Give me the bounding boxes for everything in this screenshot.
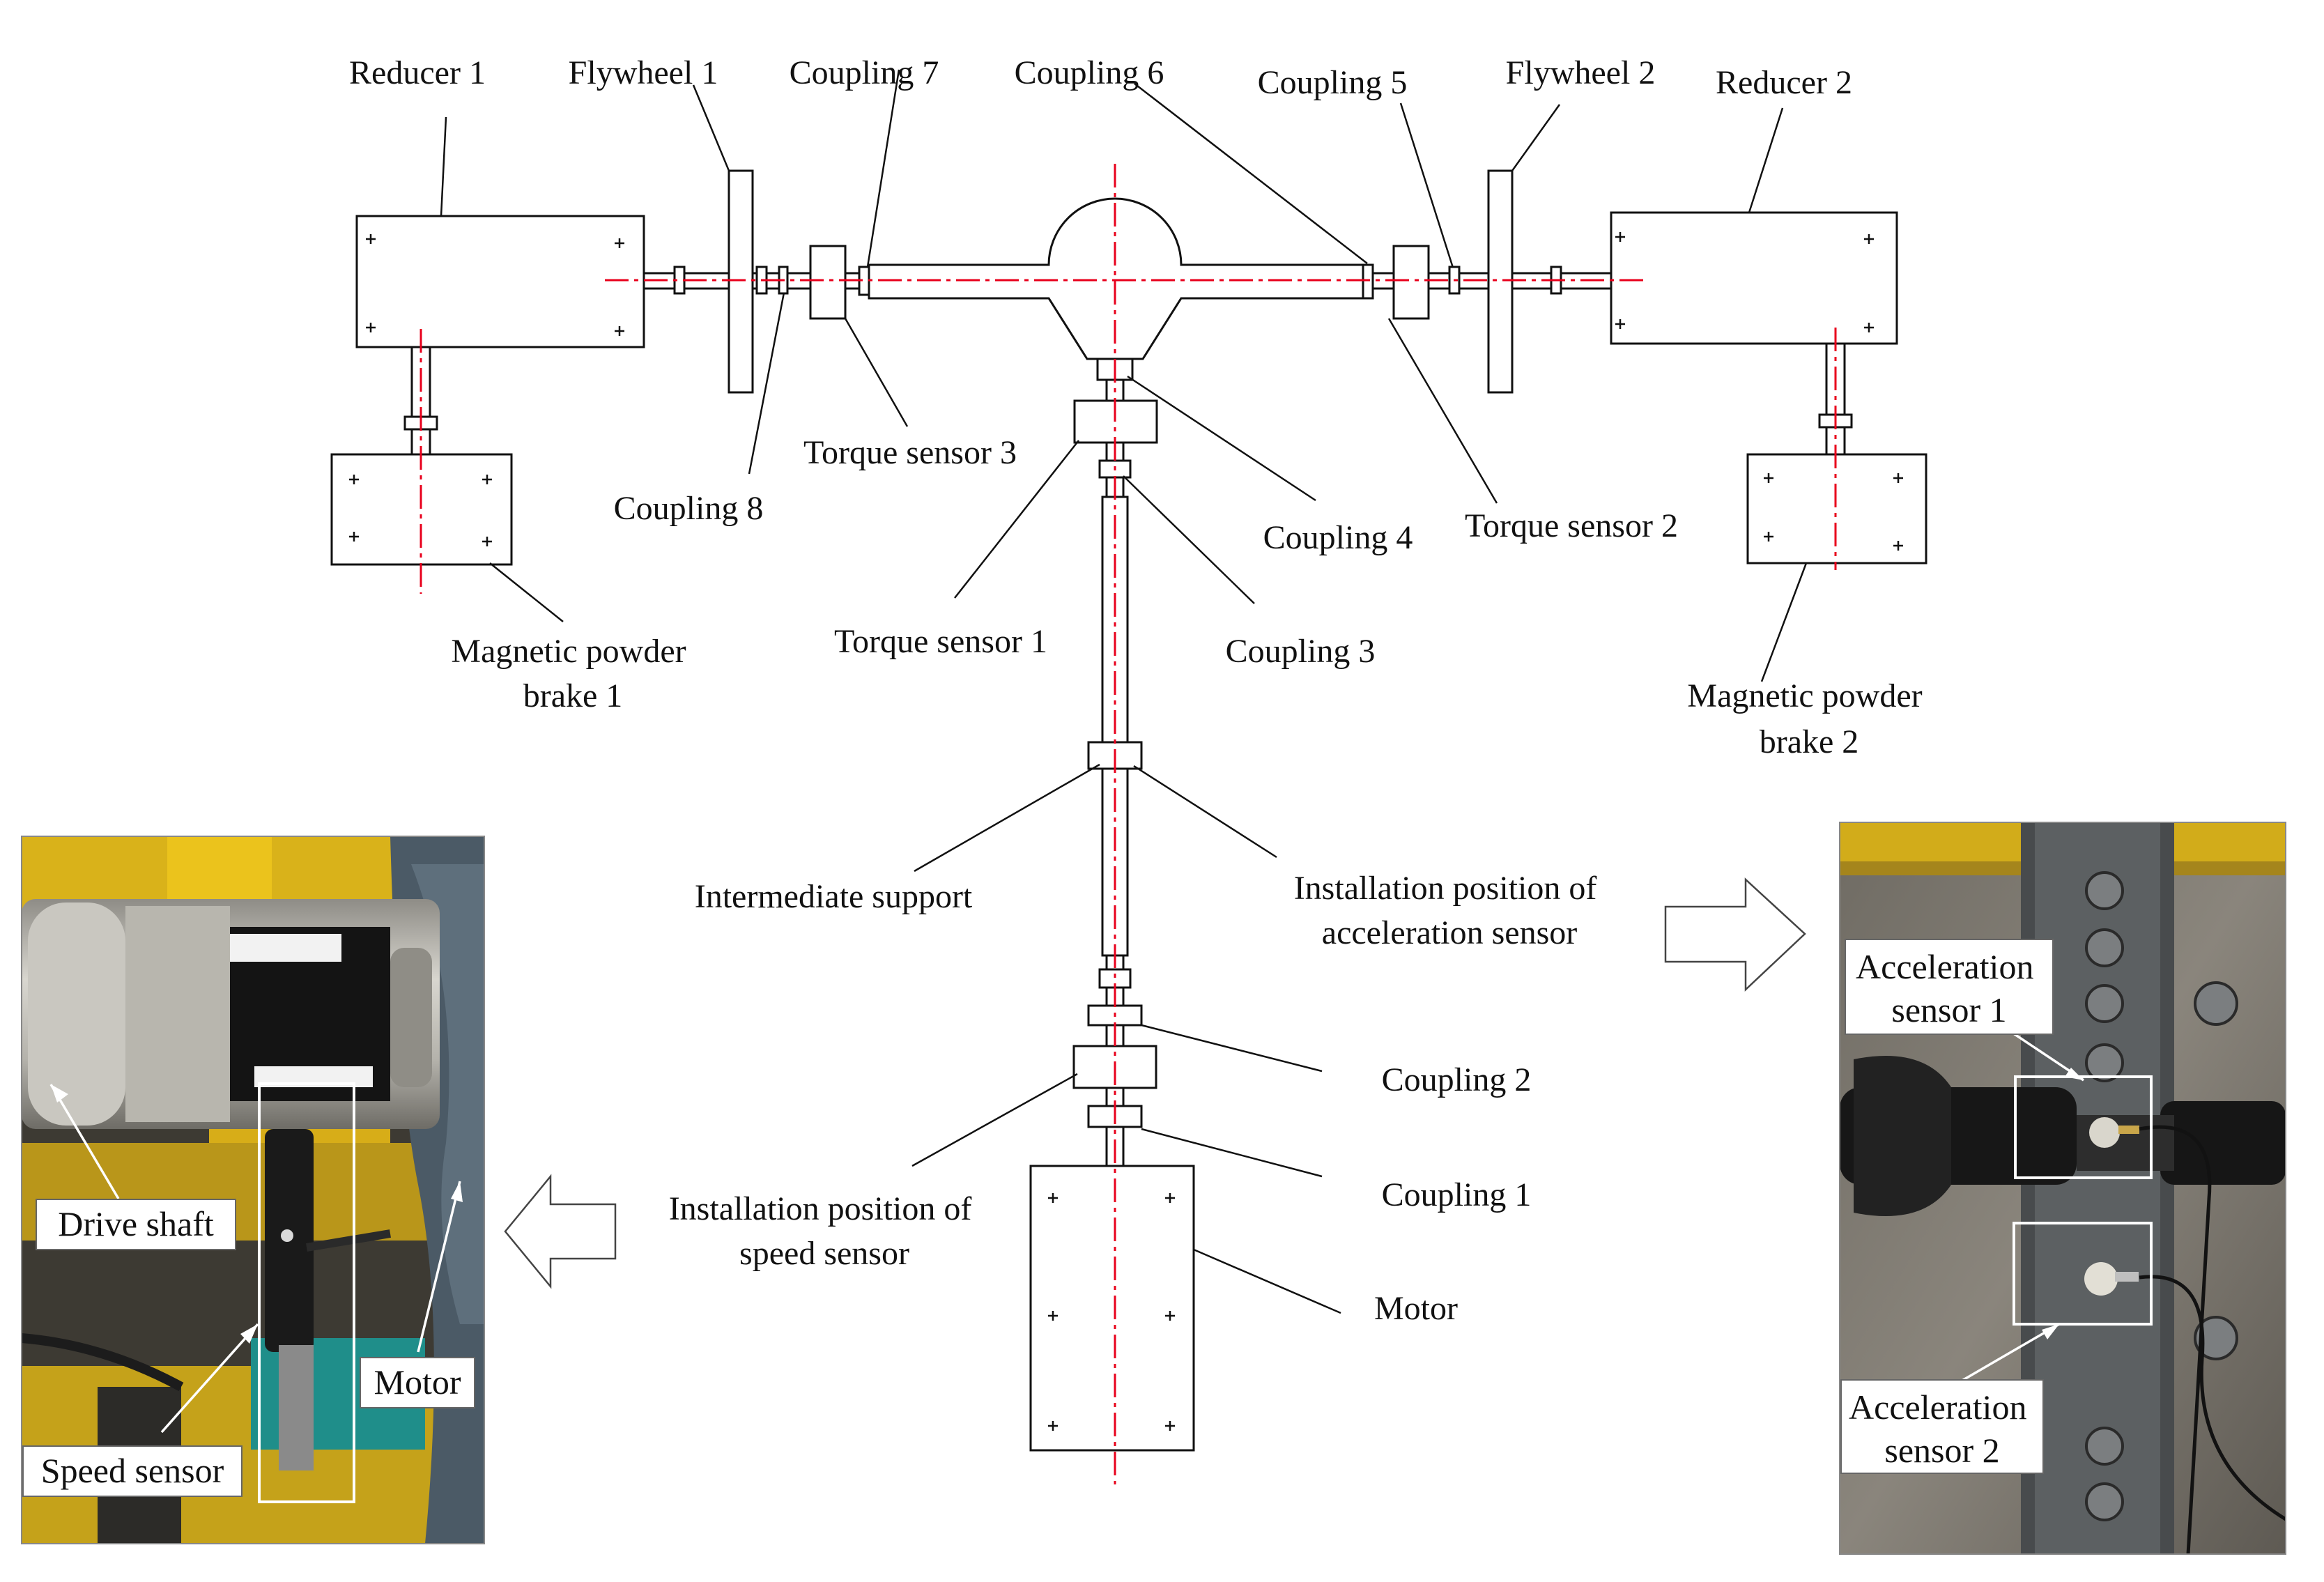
svg-text:Acceleration sensor 2: Acceleration sensor 2	[1849, 1388, 2036, 1470]
torque-sensor-3-body	[809, 245, 847, 320]
schematic-labels: Reducer 1 Flywheel 1 Coupling 7 Coupling…	[349, 54, 1930, 1327]
label-speed-install-position: Installation position of speed sensor	[669, 1190, 980, 1272]
magnetic-powder-brake-2-box	[1746, 453, 1927, 565]
label-coupling-2: Coupling 2	[1382, 1061, 1532, 1098]
arrow-to-left-photo	[504, 1174, 617, 1289]
callout-acceleration-sensor-1: Acceleration sensor 1	[1845, 939, 2054, 1035]
label-intermediate-support: Intermediate support	[695, 878, 973, 915]
coupling-6-body	[1362, 263, 1374, 300]
central-housing	[868, 197, 1371, 360]
label-torque-sensor-1: Torque sensor 1	[834, 623, 1047, 660]
label-torque-sensor-3: Torque sensor 3	[803, 434, 1017, 471]
callout-drive-shaft: Drive shaft	[36, 1199, 236, 1250]
motor-box	[1029, 1165, 1195, 1452]
label-coupling-7: Coupling 7	[790, 54, 939, 91]
torque-sensor-2-body	[1392, 245, 1430, 320]
flywheel-2-disc	[1487, 169, 1514, 394]
left-photo: Drive shaft Motor Speed sensor	[22, 836, 484, 1544]
label-coupling-3: Coupling 3	[1226, 633, 1376, 670]
flywheel-1-disc	[728, 169, 754, 394]
label-flywheel-1: Flywheel 1	[569, 54, 718, 91]
label-coupling-1: Coupling 1	[1382, 1176, 1532, 1213]
label-flywheel-2: Flywheel 2	[1506, 54, 1656, 91]
leader-lines	[440, 69, 1808, 1314]
schematic	[330, 169, 1927, 1452]
callout-speed-sensor: Speed sensor	[22, 1445, 243, 1497]
magnetic-powder-brake-1-box	[330, 453, 513, 566]
label-reducer-2: Reducer 2	[1716, 64, 1852, 101]
label-reducer-1: Reducer 1	[349, 54, 486, 91]
callout-motor: Motor	[360, 1357, 475, 1408]
label-magnetic-powder-brake-1: Magnetic powder brake 1	[451, 633, 694, 714]
label-torque-sensor-2: Torque sensor 2	[1465, 507, 1678, 544]
label-coupling-5: Coupling 5	[1258, 64, 1408, 101]
label-motor: Motor	[1374, 1290, 1458, 1327]
svg-text:Speed sensor: Speed sensor	[41, 1451, 224, 1490]
svg-text:Drive shaft: Drive shaft	[58, 1204, 214, 1243]
reducer-1-box	[355, 215, 645, 348]
svg-text:Acceleration sensor 1: Acceleration sensor 1	[1856, 947, 2042, 1029]
callout-acceleration-sensor-2: Acceleration sensor 2	[1840, 1379, 2044, 1474]
svg-text:Motor: Motor	[374, 1362, 461, 1401]
speed-sensor-highlight-box	[258, 1082, 355, 1503]
acceleration-sensor-1-box	[2014, 1075, 2153, 1179]
acceleration-sensor-2-box	[2013, 1222, 2153, 1326]
arrow-to-right-photo	[1664, 877, 1806, 992]
label-coupling-6: Coupling 6	[1015, 54, 1164, 91]
label-magnetic-powder-brake-2: Magnetic powder brake 2	[1687, 677, 1930, 760]
label-accel-install-position: Installation position of acceleration se…	[1294, 870, 1606, 951]
mount-marks	[349, 232, 1903, 1431]
label-coupling-4: Coupling 4	[1263, 519, 1413, 556]
right-photo: Acceleration sensor 1 Acceleration senso…	[1840, 822, 2286, 1554]
reducer-2-box	[1610, 211, 1898, 345]
label-coupling-8: Coupling 8	[614, 490, 764, 527]
centerlines	[420, 164, 1837, 1484]
